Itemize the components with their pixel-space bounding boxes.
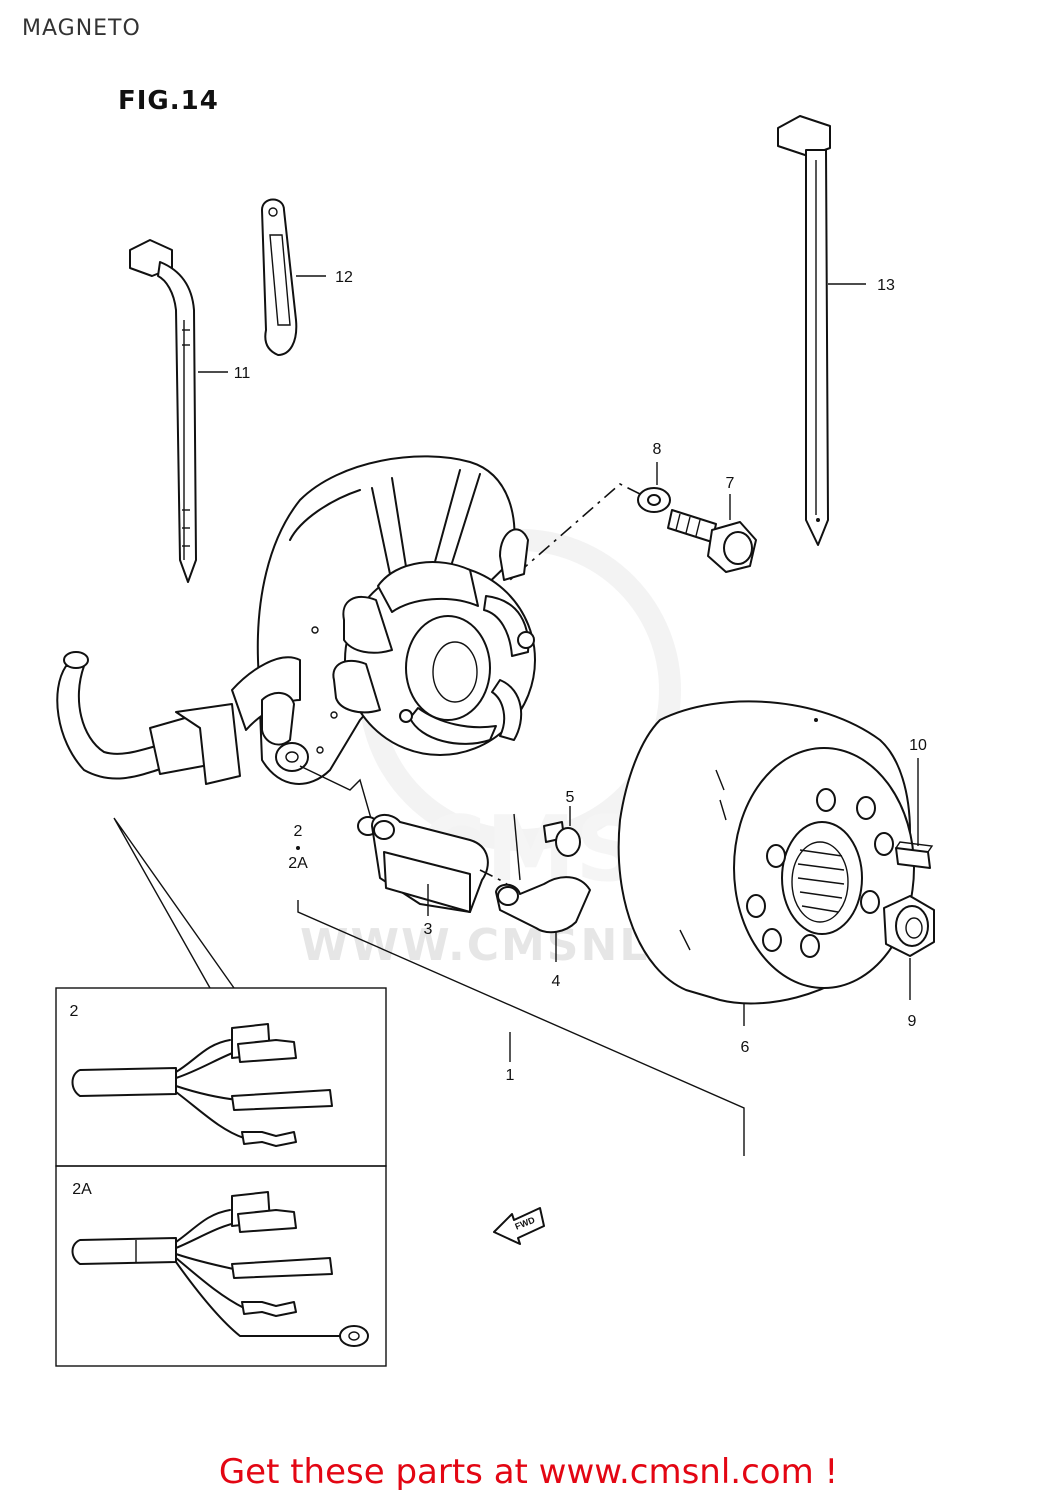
cta-link[interactable]: Get these parts at www.cmsnl.com !: [218, 1452, 839, 1492]
bolt-7[interactable]: [667, 509, 757, 573]
callout-8: 8: [653, 441, 662, 458]
callout-5: 5: [566, 789, 575, 806]
cable-tie-11[interactable]: [129, 239, 197, 583]
stator-coil[interactable]: [332, 528, 536, 756]
pulser-coil-3[interactable]: [371, 814, 489, 913]
key-10[interactable]: [895, 841, 934, 869]
fwd-arrow-icon: FWD: [493, 1207, 545, 1245]
callout-1: 1: [506, 1067, 515, 1084]
screw-5[interactable]: [543, 821, 581, 857]
callout-10: 10: [909, 737, 927, 754]
callout-12: 12: [335, 269, 353, 286]
wire-harness[interactable]: [56, 651, 301, 785]
callout-4: 4: [552, 973, 561, 990]
callout-6: 6: [741, 1039, 750, 1056]
inset-box-2: 2: [55, 987, 387, 1167]
callout-7: 7: [726, 475, 735, 492]
callout-9: 9: [908, 1013, 917, 1030]
callout-2: 2: [294, 823, 303, 840]
figure-label: FIG.14: [118, 86, 219, 116]
inset-box-2a: 2A: [55, 1165, 387, 1367]
inset-label-2a: 2A: [72, 1181, 92, 1198]
page-title: MAGNETO: [22, 16, 141, 41]
bracket-4[interactable]: [495, 876, 591, 934]
cable-tie-13[interactable]: [777, 115, 831, 546]
parts-diagram: .ln { fill: none; stroke: #111; stroke-w…: [55, 115, 935, 1367]
inset-label-2: 2: [70, 1003, 79, 1020]
callout-2a: 2A: [288, 855, 308, 872]
grommet-2[interactable]: [275, 742, 309, 772]
nut-9[interactable]: [883, 895, 935, 957]
callout-11: 11: [234, 365, 251, 382]
callout-3: 3: [424, 921, 433, 938]
flywheel-rotor-6[interactable]: [617, 700, 915, 1005]
clamp-12[interactable]: [261, 198, 298, 356]
callout-13: 13: [877, 277, 895, 294]
washer-8[interactable]: [637, 487, 671, 513]
